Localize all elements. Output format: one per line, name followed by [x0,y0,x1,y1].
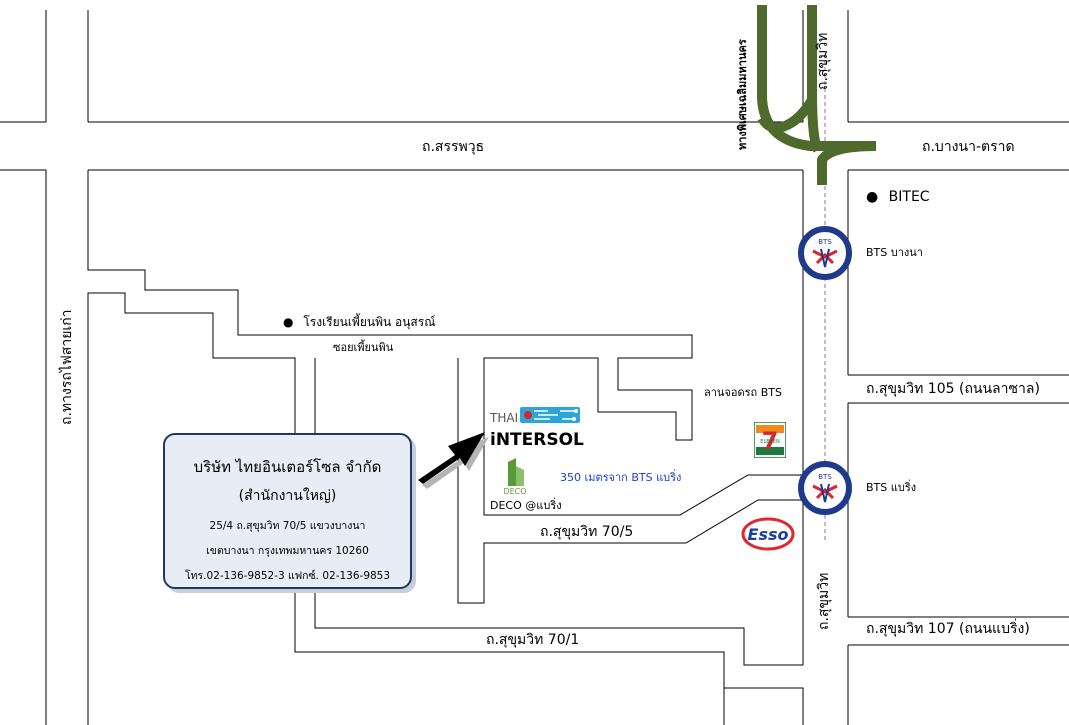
road-sanphawut: ถ.สรรพวุธ [422,139,485,155]
arrow-icon [418,432,489,489]
company-address-line1: 25/4 ถ.สุขุมวิท 70/5 แขวงบางนา [209,520,366,532]
bitec-label: BITEC [888,189,930,205]
company-callout: บริษัท ไทยอินเตอร์โซล จำกัด (สำนักงานใหญ… [163,433,412,589]
bts-bangna-icon: BTS [797,225,852,280]
svg-text:Esso: Esso [748,525,789,544]
dot-icon: ● [283,315,294,329]
expressway-ramps [757,5,877,185]
svg-text:BTS: BTS [818,473,832,481]
svg-text:DECO: DECO [503,487,526,496]
school-label: โรงเรียนเพี้ยนพิน อนุสรณ์ [303,315,436,329]
dot-icon: ● [866,189,879,205]
company-name: บริษัท ไทยอินเตอร์โซล จำกัด [193,458,382,476]
road-expressway: ทางพิเศษเฉลิมมหานคร [736,39,749,150]
road-sukhumvit-70-5: ถ.สุขุมวิท 70/5 [540,524,634,540]
svg-text:BTS: BTS [818,238,832,246]
company-contact: โทร.02-136-9852-3 แฟกซ์. 02-136-9853 [184,570,391,582]
svg-text:iNTERSOL: iNTERSOL [490,430,584,449]
road-bangna-trat: ถ.บางนา-ตราด [922,139,1015,155]
bts-bangna-label: BTS บางนา [866,246,923,259]
road-sukhumvit-bottom: ถ.สุขุมวิท [816,572,832,630]
company-office: (สำนักงานใหญ่) [238,488,337,504]
road-sukhumvit-107: ถ.สุขุมวิท 107 (ถนนแบริ่ง) [866,621,1030,637]
esso-logo: Esso [741,517,795,551]
road-sukhumvit-105: ถ.สุขุมวิท 105 (ถนนลาซาล) [866,381,1040,397]
svg-text:ELEVEN: ELEVEN [760,439,780,445]
bts-parking-label: ลานจอดรถ BTS [704,386,782,399]
seven-eleven-logo: 7 ELEVEN [754,422,786,458]
school-marker: ● โรงเรียนเพี้ยนพิน อนุสรณ์ [283,316,435,328]
svg-text:THAI: THAI [489,411,518,425]
bts-bearing-icon: BTS [797,460,852,515]
distance-label: 350 เมตรจาก BTS แบริ่ง [560,471,682,484]
road-railway: ถ.ทางรถไฟสายเก่า [59,309,75,425]
bitec-marker: ● BITEC [866,190,930,204]
company-address-line2: เขตบางนา กรุงเทพมหานคร 10260 [206,545,369,557]
deco-label: DECO @แบริ่ง [490,499,562,512]
intersol-logo: THAI iNTERSOL [488,405,588,449]
deco-logo: DECO [500,456,530,496]
road-sukhumvit-top: ถ.สุขุมวิท [815,32,831,90]
road-soi-phian-phin: ซอยเพี้ยนพิน [333,341,394,354]
road-sukhumvit-70-1: ถ.สุขุมวิท 70/1 [486,632,580,648]
svg-text:7: 7 [762,427,779,455]
bts-bearing-label: BTS แบริ่ง [866,481,917,494]
